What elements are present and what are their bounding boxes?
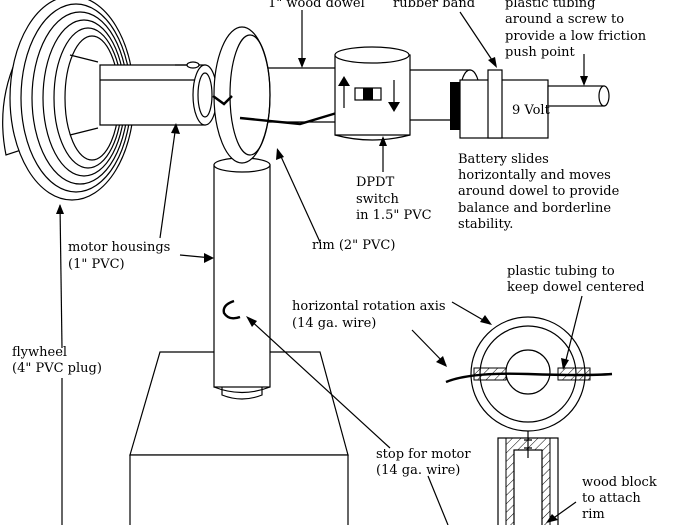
nine-volt-battery: 9 Volt — [450, 69, 551, 139]
annotation-labels: 1" wood dowel rubber band plastic tubing… — [12, 0, 661, 522]
vertical-post — [213, 157, 271, 400]
wood-dowel-label: 1" wood dowel — [268, 0, 365, 11]
flywheel-label: flywheel (4" PVC plug) — [12, 345, 102, 376]
leader-lines — [56, 10, 588, 525]
horizontal-axis-label: horizontal rotation axis (14 ga. wire) — [292, 299, 450, 331]
rim-cross-section — [445, 316, 613, 525]
rim-label: rim (2" PVC) — [312, 238, 395, 253]
nine-volt-label: 9 Volt — [512, 103, 551, 118]
plastic-tubing-screw-label: plastic tubing around a screw to provide… — [505, 0, 650, 60]
motor-housing — [99, 61, 218, 126]
push-point-tubing — [547, 85, 610, 107]
battery-note-label: Battery slides horizontally and moves ar… — [458, 152, 623, 232]
base-block — [129, 351, 349, 525]
wood-block-label: wood block to attach rim — [582, 475, 661, 522]
rim-ring — [212, 26, 341, 164]
plastic-tubing-center-label: plastic tubing to keep dowel centered — [507, 264, 644, 295]
rubber-band-label: rubber band — [393, 0, 475, 11]
flywheel — [2, 0, 135, 201]
stop-for-motor-label: stop for motor (14 ga. wire) — [376, 447, 475, 478]
dpdt-switch — [334, 46, 411, 141]
motor-housings-label: motor housings (1" PVC) — [68, 240, 174, 272]
dpdt-switch-label: DPDT switch in 1.5" PVC — [356, 175, 432, 223]
